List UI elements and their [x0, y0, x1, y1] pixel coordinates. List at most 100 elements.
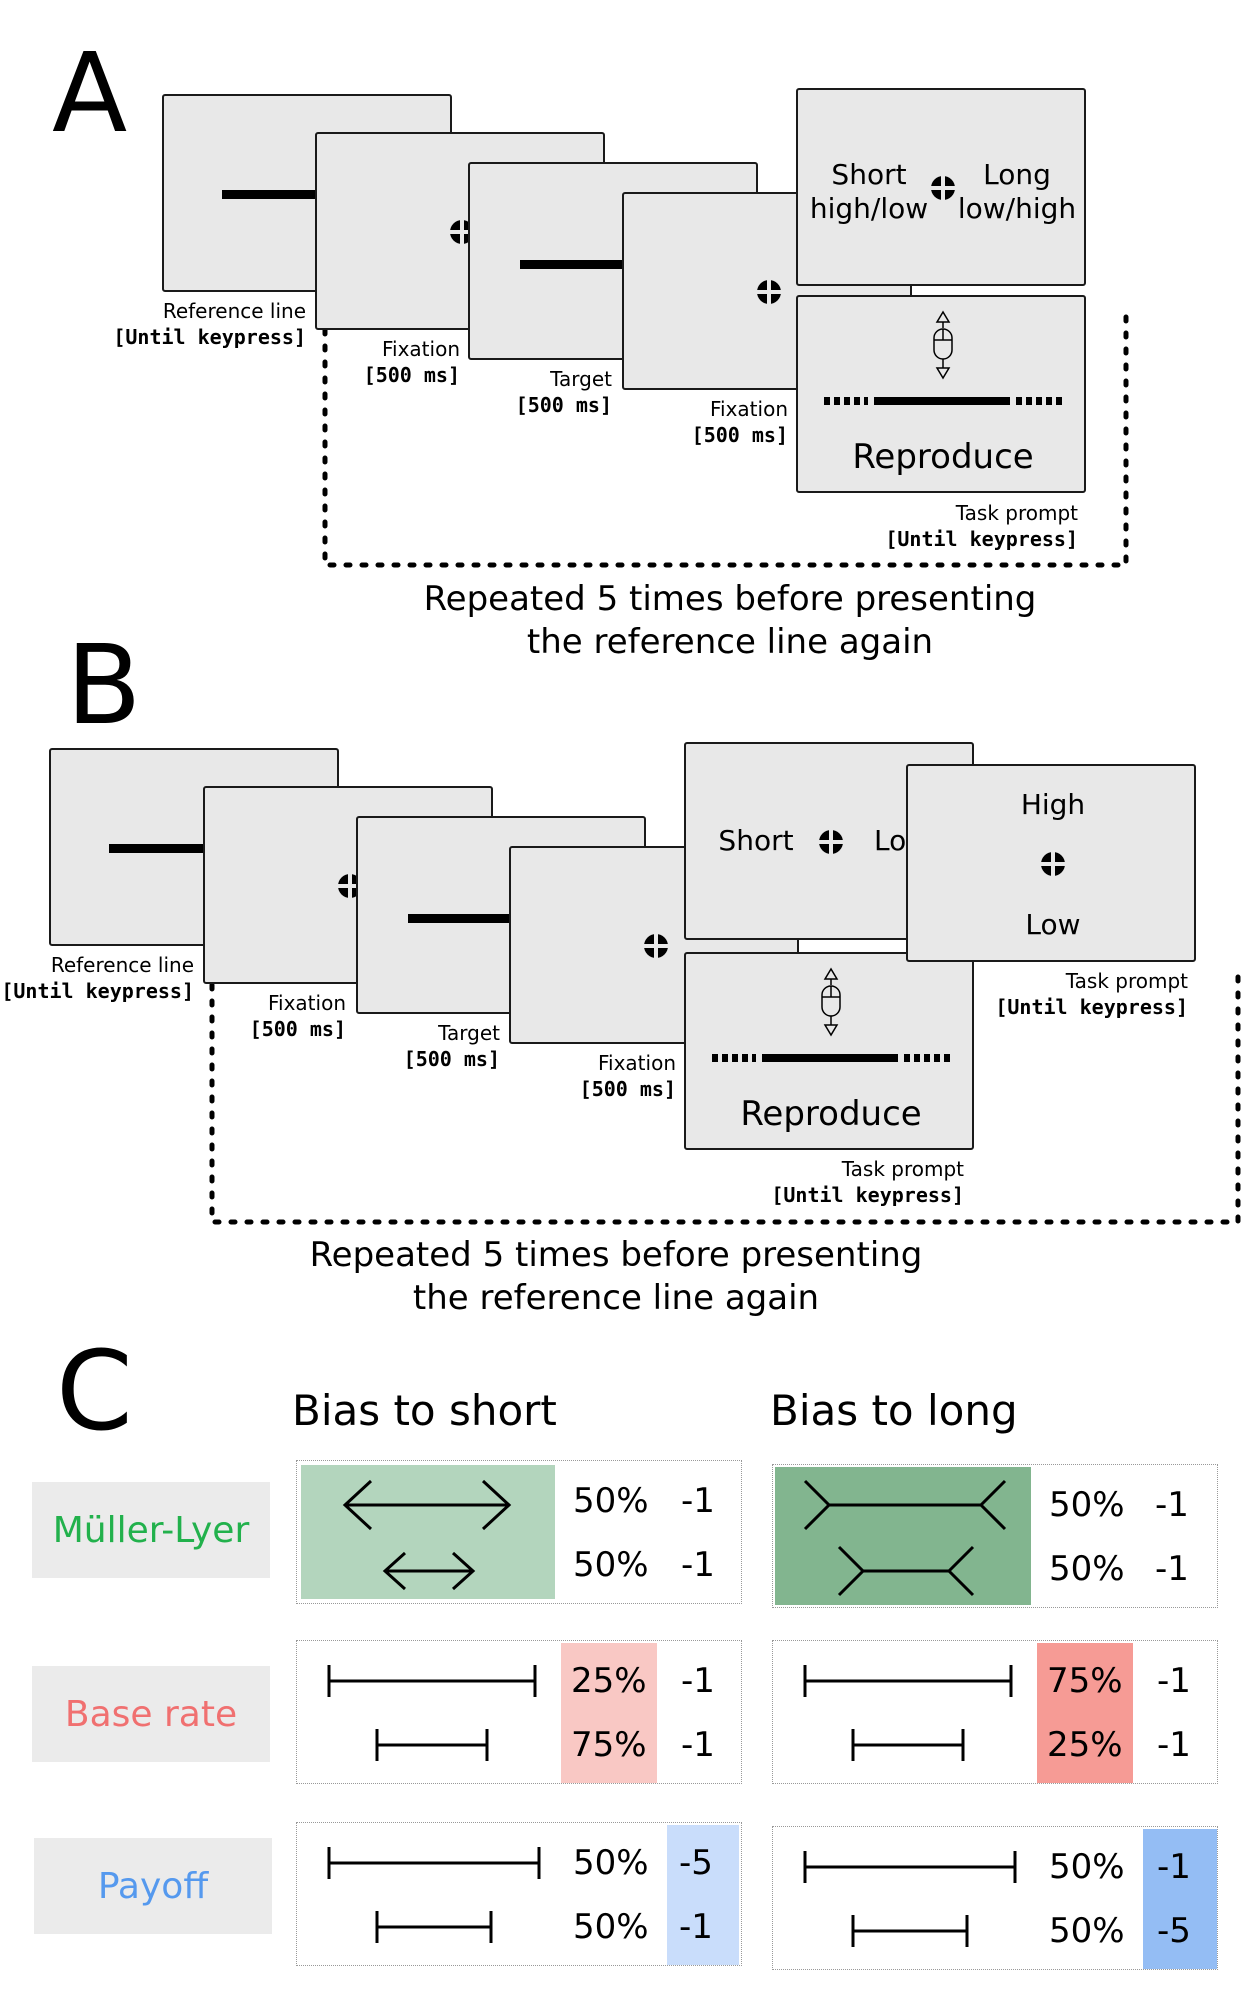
repeat-line-1: Repeated 5 times before presenting — [423, 579, 1037, 619]
base-short-line-pair — [327, 1665, 537, 1761]
panel-a-fixation1-caption: Fixation [500 ms] — [260, 336, 460, 388]
base-long-p2: 25% — [1047, 1725, 1123, 1765]
payoff-short-value-highlight — [667, 1825, 739, 1965]
base-short-p1: 25% — [571, 1661, 647, 1701]
panel-a-task-prompt-caption: Task prompt [Until keypress] — [870, 500, 1078, 552]
base-short-prob-highlight — [561, 1643, 657, 1783]
base-long-prob-highlight — [1037, 1643, 1133, 1783]
fixation-cross-icon — [1040, 851, 1066, 877]
base-long-v1: -1 — [1157, 1661, 1191, 1701]
payoff-short-p2: 50% — [573, 1907, 649, 1947]
row-label-muller-lyer: Müller-Lyer — [32, 1482, 270, 1578]
payoff-long-v1: -1 — [1157, 1847, 1191, 1887]
base-short-cell: 25% -1 75% -1 — [296, 1640, 742, 1784]
panel-b-high-low-prompt-screen: High Low — [906, 764, 1196, 962]
caption-timing: [500 ms] — [403, 1047, 500, 1071]
ml-short-v1: -1 — [681, 1481, 715, 1521]
caption-timing: [Until keypress] — [1, 979, 194, 1003]
ml-short-p1: 50% — [573, 1481, 649, 1521]
panel-b-repeat-box — [209, 962, 1241, 1225]
base-long-v2: -1 — [1157, 1725, 1191, 1765]
payoff-short-v1: -5 — [679, 1843, 713, 1883]
base-short-v2: -1 — [681, 1725, 715, 1765]
caption-timing: [500 ms] — [691, 423, 788, 447]
panel-a-choice-prompt-screen: Short high/low Long low/high — [796, 88, 1086, 286]
caption-text: Task prompt — [841, 1157, 964, 1181]
panel-c-letter: C — [56, 1327, 133, 1455]
panel-b-high-low-caption: Task prompt [Until keypress] — [980, 968, 1188, 1020]
panel-a-repeat-box — [322, 302, 1129, 568]
ml-long-v2: -1 — [1155, 1549, 1189, 1589]
short-sublabel: high/low — [809, 192, 929, 225]
panel-b-fixation2-caption: Fixation [500 ms] — [476, 1050, 676, 1102]
payoff-long-p1: 50% — [1049, 1847, 1125, 1887]
reproduce-label: Reproduce — [852, 437, 1034, 477]
panel-a-reference-caption: Reference line [Until keypress] — [100, 298, 306, 350]
caption-text: Fixation — [709, 397, 788, 421]
bias-short-title: Bias to short — [292, 1386, 557, 1435]
caption-text: Task prompt — [1065, 969, 1188, 993]
reproduce-line — [824, 397, 1062, 405]
panel-b-letter: B — [66, 621, 142, 749]
panel-a-reproduce-screen: Reproduce — [796, 295, 1086, 493]
panel-b-reproduce-screen: Reproduce — [684, 952, 974, 1150]
caption-timing: [Until keypress] — [995, 995, 1188, 1019]
caption-timing: [500 ms] — [579, 1077, 676, 1101]
target-line — [520, 260, 710, 269]
payoff-long-line-pair — [803, 1851, 1017, 1947]
caption-text: Target — [438, 1021, 500, 1045]
base-short-v1: -1 — [681, 1661, 715, 1701]
payoff-short-line-pair — [327, 1847, 541, 1943]
panel-b-task-prompt-caption: Task prompt [Until keypress] — [756, 1156, 964, 1208]
repeat-line-1: Repeated 5 times before presenting — [309, 1235, 923, 1275]
panel-b-target-caption: Target [500 ms] — [300, 1020, 500, 1072]
base-long-p1: 75% — [1047, 1661, 1123, 1701]
payoff-long-cell: 50% -1 50% -5 — [772, 1826, 1218, 1970]
caption-timing: [Until keypress] — [113, 325, 306, 349]
caption-timing: [500 ms] — [363, 363, 460, 387]
ml-short-figure-bg — [301, 1465, 555, 1599]
panel-a-target-caption: Target [500 ms] — [412, 366, 612, 418]
caption-text: Fixation — [381, 337, 460, 361]
long-label: Long — [983, 158, 1051, 191]
panel-b-fixation1-caption: Fixation [500 ms] — [146, 990, 346, 1042]
caption-timing: [Until keypress] — [771, 1183, 964, 1207]
panel-b-reference-caption: Reference line [Until keypress] — [0, 952, 194, 1004]
caption-timing: [500 ms] — [515, 393, 612, 417]
repeat-line-2: the reference line again — [412, 1278, 820, 1318]
ml-short-v2: -1 — [681, 1545, 715, 1585]
caption-text: Fixation — [597, 1051, 676, 1075]
caption-timing: [500 ms] — [249, 1017, 346, 1041]
caption-timing: [Until keypress] — [885, 527, 1078, 551]
ml-long-p2: 50% — [1049, 1549, 1125, 1589]
low-label: Low — [1025, 908, 1081, 941]
ml-long-cell: 50% -1 50% -1 — [772, 1464, 1218, 1608]
ml-short-cell: 50% -1 50% -1 — [296, 1460, 742, 1604]
payoff-long-value-highlight — [1143, 1829, 1217, 1969]
short-label: Short — [831, 158, 907, 191]
payoff-long-v2: -5 — [1157, 1911, 1191, 1951]
caption-text: Reference line — [162, 299, 306, 323]
high-label: High — [1020, 788, 1086, 821]
row-label-payoff: Payoff — [34, 1838, 272, 1934]
caption-text: Target — [550, 367, 612, 391]
caption-text: Task prompt — [955, 501, 1078, 525]
muller-lyer-long-figure — [803, 1479, 1007, 1597]
reproduce-line — [712, 1054, 950, 1062]
ml-long-figure-bg — [775, 1467, 1031, 1605]
reproduce-label: Reproduce — [740, 1094, 922, 1134]
payoff-short-cell: 50% -5 50% -1 — [296, 1822, 742, 1966]
short-label: Short — [718, 824, 794, 857]
caption-text: Reference line — [50, 953, 194, 977]
muller-lyer-short-figure — [342, 1479, 512, 1591]
panel-a-fixation2-caption: Fixation [500 ms] — [590, 396, 788, 448]
panel-a-letter: A — [52, 29, 128, 157]
long-sublabel: low/high — [957, 192, 1077, 225]
repeat-line-2: the reference line again — [526, 622, 934, 662]
long-label: Lo — [874, 824, 907, 857]
panel-a-repeat-note: Repeated 5 times before presenting the r… — [380, 578, 1080, 664]
ml-long-v1: -1 — [1155, 1485, 1189, 1525]
base-short-p2: 75% — [571, 1725, 647, 1765]
base-long-line-pair — [803, 1665, 1013, 1761]
ml-long-p1: 50% — [1049, 1485, 1125, 1525]
